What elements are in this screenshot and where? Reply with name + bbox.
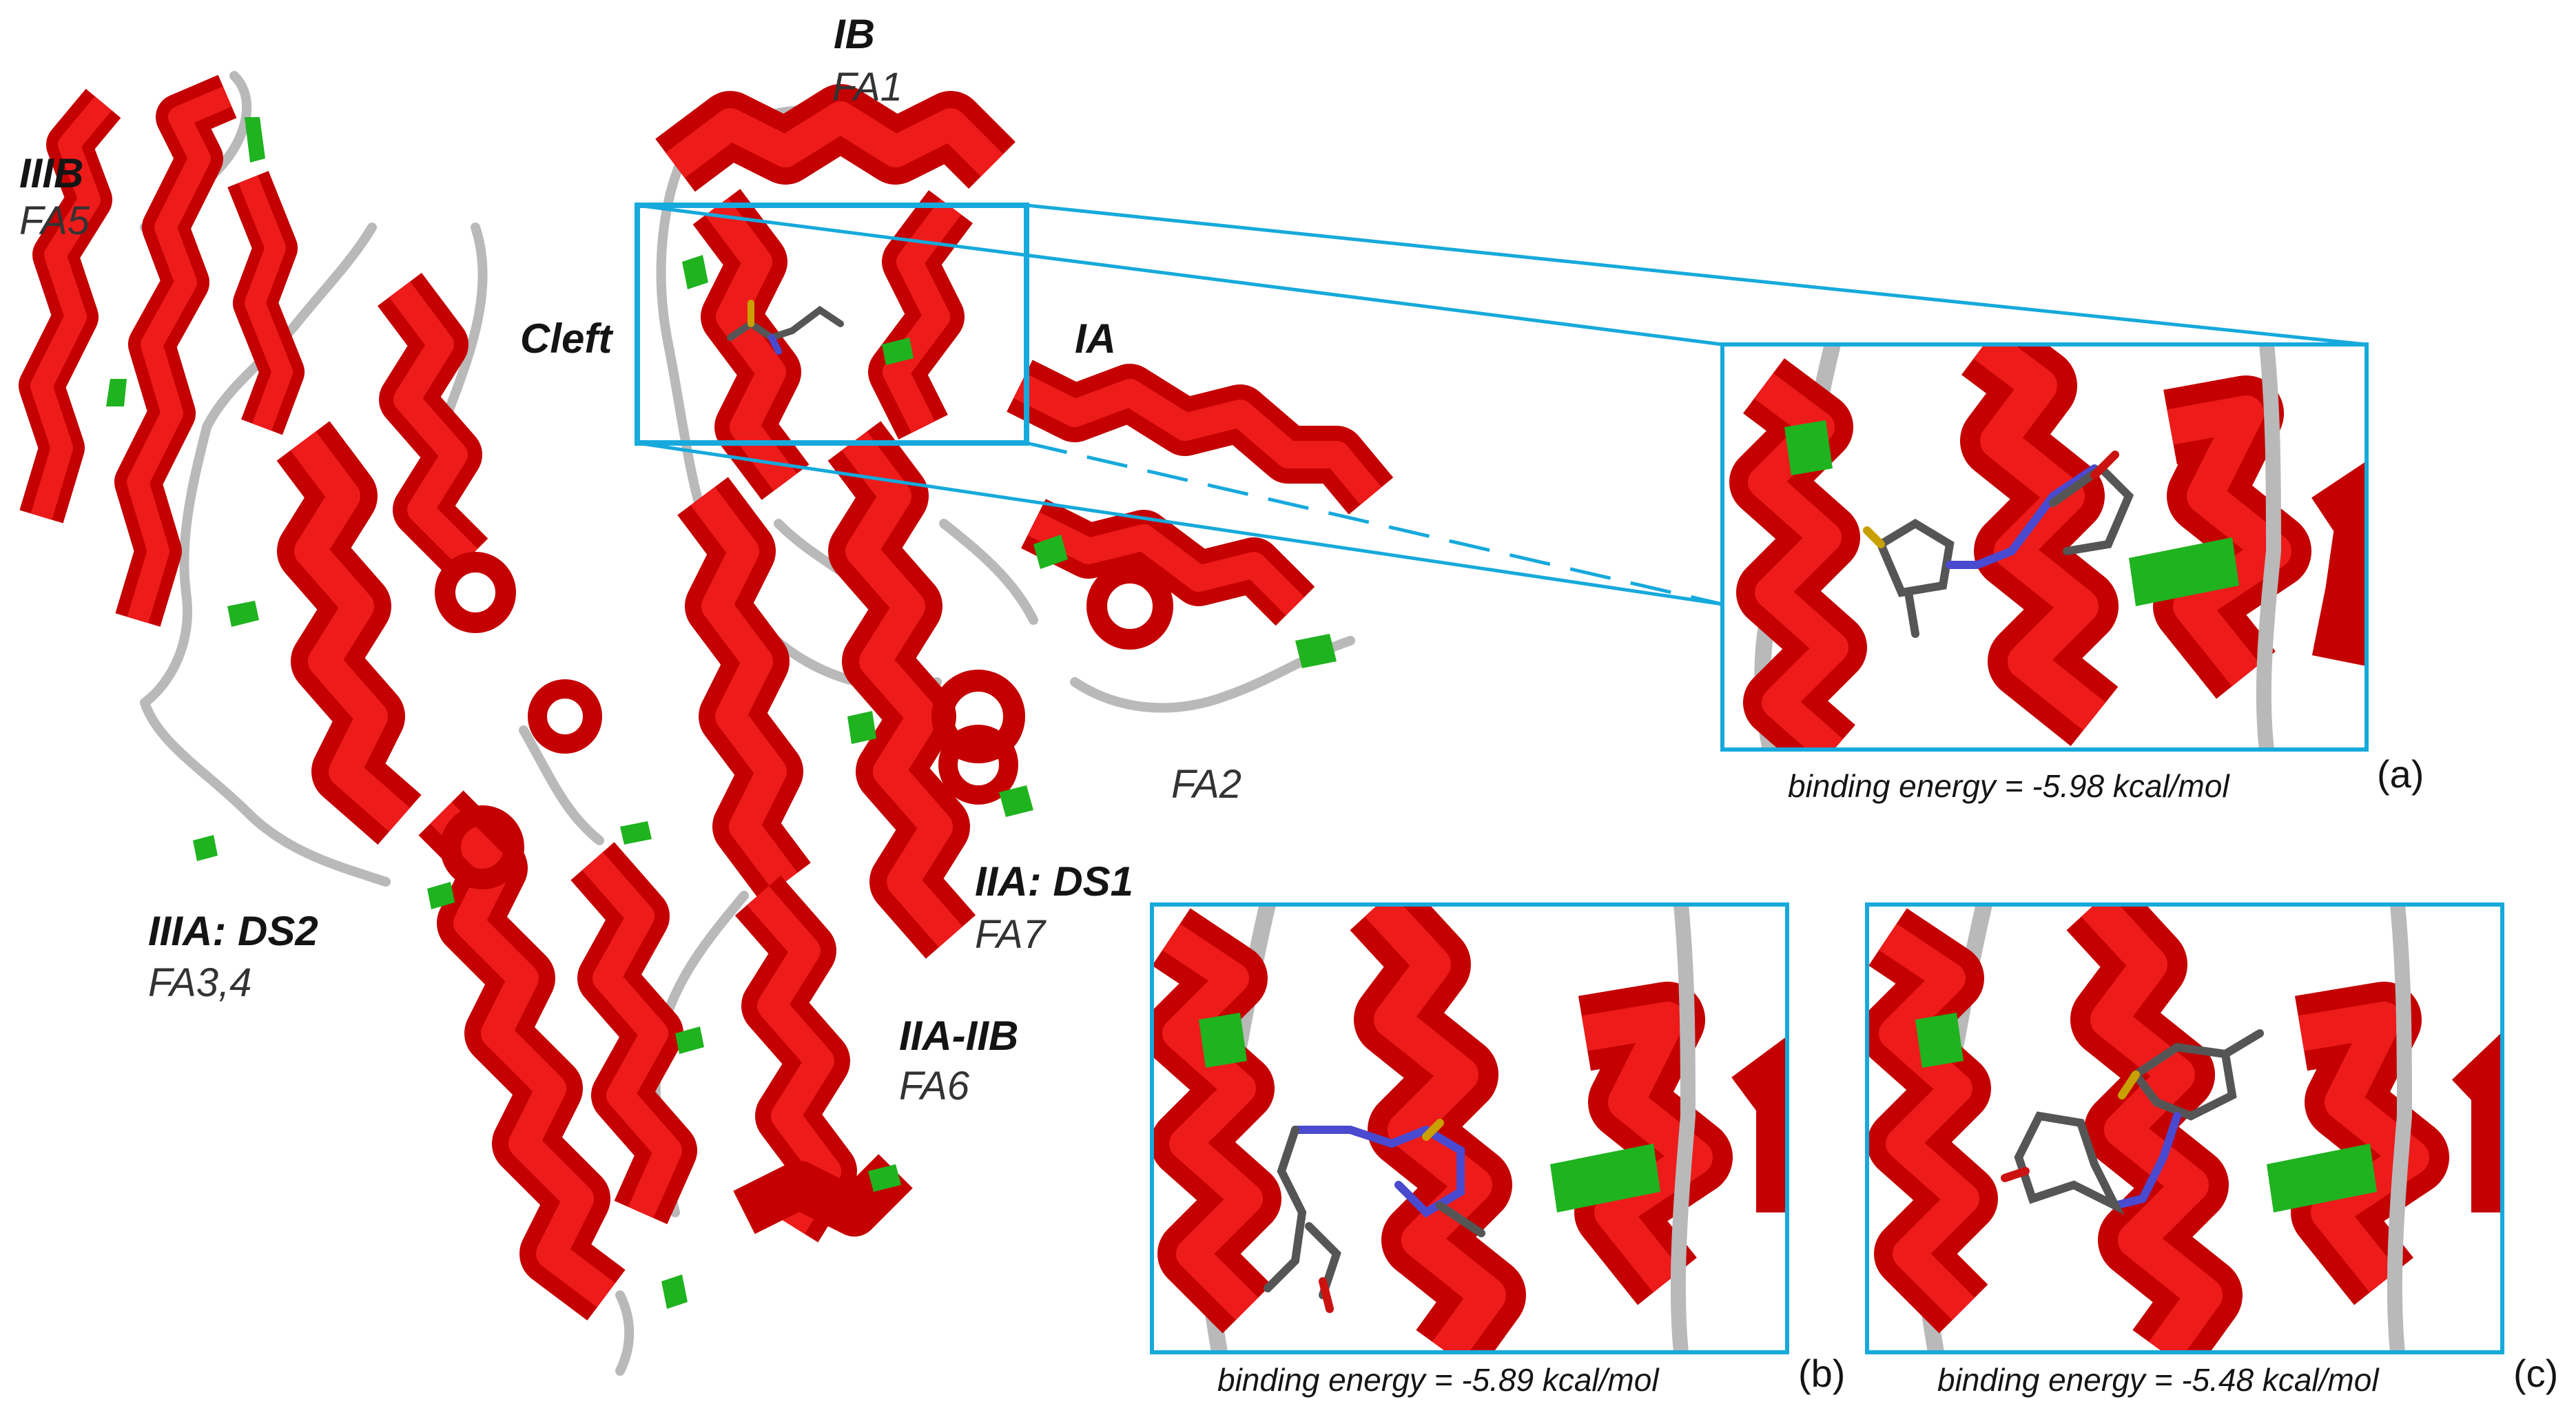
panel-b-letter: (b): [1798, 1352, 1846, 1395]
panel-c-image: [1865, 902, 2504, 1354]
panel-c-energy: binding energy = -5.48 kcal/mol: [1937, 1362, 2379, 1398]
helix-ib: [655, 84, 1016, 500]
label-ib: IB: [834, 11, 875, 57]
label-fa34: FA3,4: [148, 960, 252, 1005]
label-iia-iib: IIA-IIB: [899, 1013, 1019, 1059]
protein-cartoon: [19, 71, 1394, 1376]
helix-iiia: [276, 273, 697, 1321]
panel-b-image: [1150, 902, 1789, 1354]
label-fa1: FA1: [832, 65, 903, 110]
label-iiib: IIIB: [19, 150, 84, 196]
label-fa5: FA5: [19, 198, 90, 243]
label-iiia-ds2: IIIA: DS2: [148, 908, 318, 954]
helix-iiib: [19, 74, 305, 627]
label-fa7: FA7: [975, 912, 1046, 957]
label-ia: IA: [1075, 316, 1116, 362]
panel-c-frame: [1865, 902, 2504, 1354]
zoom-indicator: [635, 203, 2367, 606]
helix-iia: [677, 421, 1025, 959]
label-iia-ds1: IIA: DS1: [975, 858, 1134, 905]
panel-a-letter: (a): [2377, 752, 2424, 796]
helix-ia: [1007, 360, 1394, 650]
label-cleft: Cleft: [520, 316, 612, 362]
label-fa6: FA6: [899, 1064, 970, 1108]
panel-a-energy: binding energy = -5.98 kcal/mol: [1788, 768, 2229, 804]
helix-iia-iib: [733, 876, 913, 1243]
panel-b-energy: binding energy = -5.89 kcal/mol: [1217, 1362, 1659, 1398]
panel-c-letter: (c): [2513, 1352, 2559, 1395]
panel-b-frame: [1150, 902, 1789, 1354]
label-fa2: FA2: [1171, 762, 1242, 807]
panel-a-image: [1720, 342, 2369, 752]
panel-a-frame: [1720, 342, 2369, 752]
